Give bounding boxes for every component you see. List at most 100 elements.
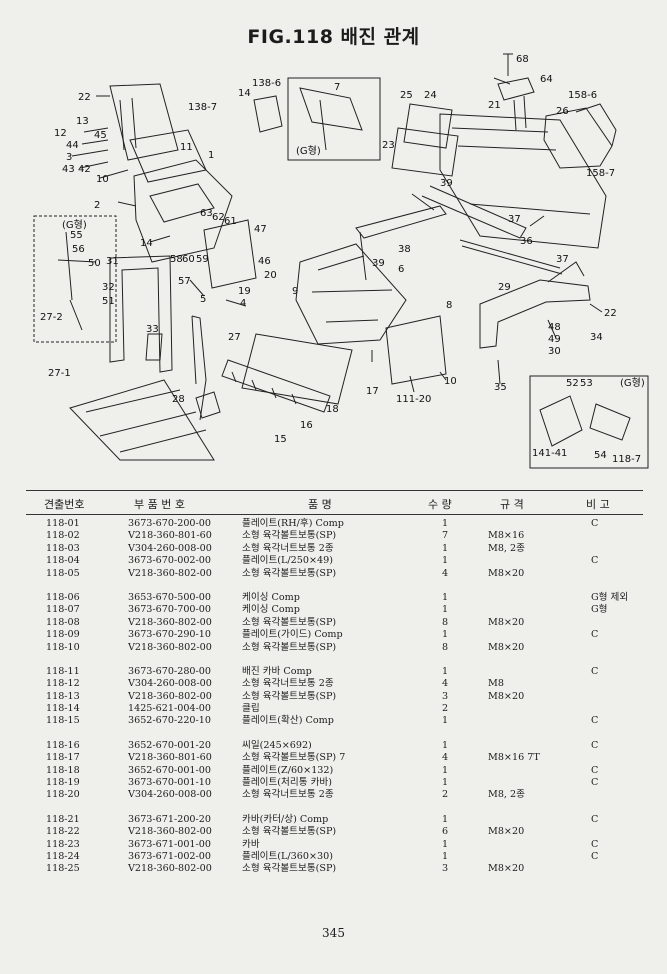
note: C bbox=[591, 665, 599, 677]
quantity: 1 bbox=[442, 629, 449, 641]
note: C bbox=[591, 715, 599, 727]
callout: 29 bbox=[498, 282, 511, 293]
part-number: 3652-670-001-00 bbox=[128, 764, 211, 776]
callout: 14 bbox=[238, 88, 251, 99]
part-name: 플레이트(가이드) Comp bbox=[242, 629, 343, 641]
quantity: 1 bbox=[442, 555, 449, 567]
quantity: 8 bbox=[442, 641, 449, 653]
ref-number: 118-05 bbox=[46, 567, 80, 579]
note: C bbox=[591, 739, 599, 751]
ref-number: 118-11 bbox=[46, 665, 80, 677]
callout: 17 bbox=[366, 386, 379, 397]
inset-label: (G형) bbox=[620, 377, 645, 389]
part-name: 소형 육각볼트보통(SP) bbox=[242, 641, 337, 653]
note: C bbox=[591, 629, 599, 641]
callout: 42 bbox=[78, 164, 91, 175]
ref-number: 118-13 bbox=[46, 690, 80, 702]
callout-labels: 68 64 158-6 22 138-6 7 138-7 14 25 24 21… bbox=[40, 54, 645, 465]
part-name: 소형 육각볼트보통(SP) 7 bbox=[242, 752, 346, 764]
quantity: 6 bbox=[442, 826, 449, 838]
callout: 68 bbox=[516, 54, 529, 65]
note: C bbox=[591, 518, 599, 529]
callout: 28 bbox=[172, 394, 185, 405]
callout: 1 bbox=[208, 150, 214, 161]
quantity: 2 bbox=[442, 703, 449, 715]
callout: 59 bbox=[196, 254, 209, 265]
quantity: 4 bbox=[442, 678, 449, 690]
quantity: 3 bbox=[442, 690, 449, 702]
quantity: 1 bbox=[442, 777, 449, 789]
callout: 58 bbox=[170, 254, 183, 265]
ref-number: 118-20 bbox=[46, 789, 80, 801]
part-number: 3673-671-200-20 bbox=[128, 813, 211, 825]
callout: 62 bbox=[212, 212, 225, 223]
ref-number: 118-08 bbox=[46, 616, 80, 628]
callout: 46 bbox=[258, 256, 271, 267]
ref-number: 118-12 bbox=[46, 678, 80, 690]
quantity: 1 bbox=[442, 542, 449, 554]
part-number: 3673-670-002-00 bbox=[128, 555, 211, 567]
part-name: 플레이트(처리통 카바) bbox=[242, 777, 332, 789]
callout: 9 bbox=[292, 286, 298, 297]
ref-number: 118-21 bbox=[46, 813, 80, 825]
note: G형 bbox=[591, 604, 608, 616]
callout: 37 bbox=[556, 254, 569, 265]
callout: 158-6 bbox=[568, 90, 597, 101]
specification: M8 bbox=[488, 678, 504, 690]
callout: 37 bbox=[508, 214, 521, 225]
callout: 24 bbox=[424, 90, 437, 101]
note: C bbox=[591, 850, 599, 862]
callout: 55 bbox=[70, 230, 83, 241]
part-name: 소형 육각볼트보통(SP) bbox=[242, 530, 337, 542]
ref-number: 118-09 bbox=[46, 629, 80, 641]
part-name: 소형 육각너트보통 2종 bbox=[242, 678, 334, 690]
callout: 138-7 bbox=[188, 102, 217, 113]
callout: 44 bbox=[66, 140, 79, 151]
part-number: V304-260-008-00 bbox=[128, 789, 212, 801]
callout: 18 bbox=[326, 404, 339, 415]
part-number: 3673-671-001-00 bbox=[128, 838, 211, 850]
quantity: 4 bbox=[442, 567, 449, 579]
part-number: V218-360-802-00 bbox=[128, 690, 212, 702]
header-spec: 규 격 bbox=[500, 498, 524, 511]
part-name: 소형 육각볼트보통(SP) bbox=[242, 616, 337, 628]
table-header-rule bbox=[26, 514, 643, 515]
part-name: 소형 육각볼트보통(SP) bbox=[242, 826, 337, 838]
part-number: V218-360-802-00 bbox=[128, 863, 212, 875]
callout: 138-6 bbox=[252, 78, 281, 89]
callout: 158-7 bbox=[586, 168, 615, 179]
quantity: 1 bbox=[442, 665, 449, 677]
callout: 111-20 bbox=[396, 394, 431, 405]
note: C bbox=[591, 555, 599, 567]
callout: 57 bbox=[178, 276, 191, 287]
callout: 15 bbox=[274, 434, 287, 445]
ref-number: 118-22 bbox=[46, 826, 80, 838]
callout: 25 bbox=[400, 90, 413, 101]
callout: 63 bbox=[200, 208, 213, 219]
callout: 52 bbox=[566, 378, 579, 389]
header-ref: 견출번호 bbox=[44, 498, 85, 511]
callout: 48 bbox=[548, 322, 561, 333]
callout: 39 bbox=[372, 258, 385, 269]
callout: 22 bbox=[604, 308, 617, 319]
callout: 45 bbox=[94, 130, 107, 141]
part-name: 플레이트(RH/후) Comp bbox=[242, 518, 344, 529]
part-name: 소형 육각볼트보통(SP) bbox=[242, 567, 337, 579]
callout: 53 bbox=[580, 378, 593, 389]
part-name: 배진 카바 Comp bbox=[242, 665, 312, 677]
specification: M8×20 bbox=[488, 641, 525, 653]
ref-number: 118-04 bbox=[46, 555, 80, 567]
callout: 27 bbox=[228, 332, 241, 343]
part-number: 3673-670-700-00 bbox=[128, 604, 211, 616]
callout: 11 bbox=[180, 142, 193, 153]
